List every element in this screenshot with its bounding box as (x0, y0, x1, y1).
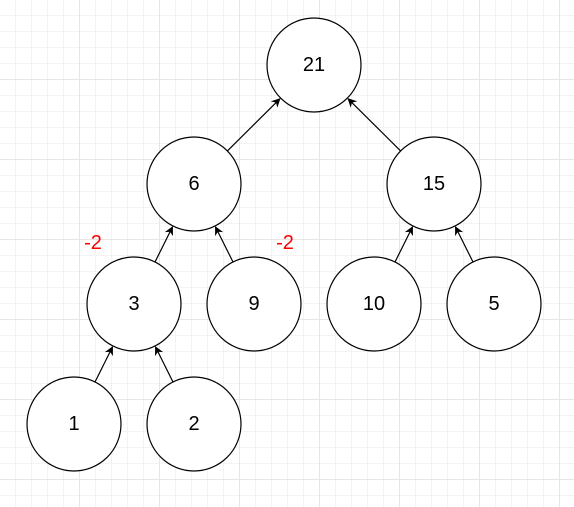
node-6[interactable]: 6 (146, 136, 242, 232)
node-label: 6 (188, 173, 199, 195)
node-circle (266, 17, 362, 113)
annotations-layer: -2 -2 (84, 232, 294, 254)
edge-n15-to-n21 (347, 98, 402, 152)
node-1[interactable]: 1 (26, 376, 122, 472)
nodes-layer: 21 6 15 3 9 10 5 1 2 (26, 17, 542, 472)
node-circle (446, 256, 542, 352)
node-label: 10 (363, 293, 385, 315)
edge-n10-to-n15 (394, 226, 414, 263)
node-circle (326, 256, 422, 352)
annotation-a-right: -2 (276, 232, 294, 254)
node-circle (86, 256, 182, 352)
node-label: 3 (128, 293, 139, 315)
node-9[interactable]: 9 (206, 256, 302, 352)
node-circle (146, 136, 242, 232)
node-circle (206, 256, 302, 352)
node-circle (146, 376, 242, 472)
edge-n6-to-n21 (226, 98, 281, 152)
node-label: 2 (188, 413, 199, 435)
annotation-a-left: -2 (84, 232, 102, 254)
node-label: 5 (488, 293, 499, 315)
node-label: 15 (423, 173, 445, 195)
node-circle (26, 376, 122, 472)
node-2[interactable]: 2 (146, 376, 242, 472)
node-label: 1 (68, 413, 79, 435)
edge-n9-to-n6 (214, 226, 234, 263)
node-label: 9 (248, 293, 259, 315)
node-21[interactable]: 21 (266, 17, 362, 113)
node-10[interactable]: 10 (326, 256, 422, 352)
node-15[interactable]: 15 (386, 136, 482, 232)
edge-n3-to-n6 (154, 226, 174, 263)
node-label: 21 (303, 54, 325, 76)
edge-n5-to-n15 (454, 226, 474, 263)
edge-n2-to-n3 (154, 346, 174, 383)
node-5[interactable]: 5 (446, 256, 542, 352)
node-3[interactable]: 3 (86, 256, 182, 352)
edge-n1-to-n3 (94, 346, 114, 383)
node-circle (386, 136, 482, 232)
edges-layer (94, 98, 474, 383)
